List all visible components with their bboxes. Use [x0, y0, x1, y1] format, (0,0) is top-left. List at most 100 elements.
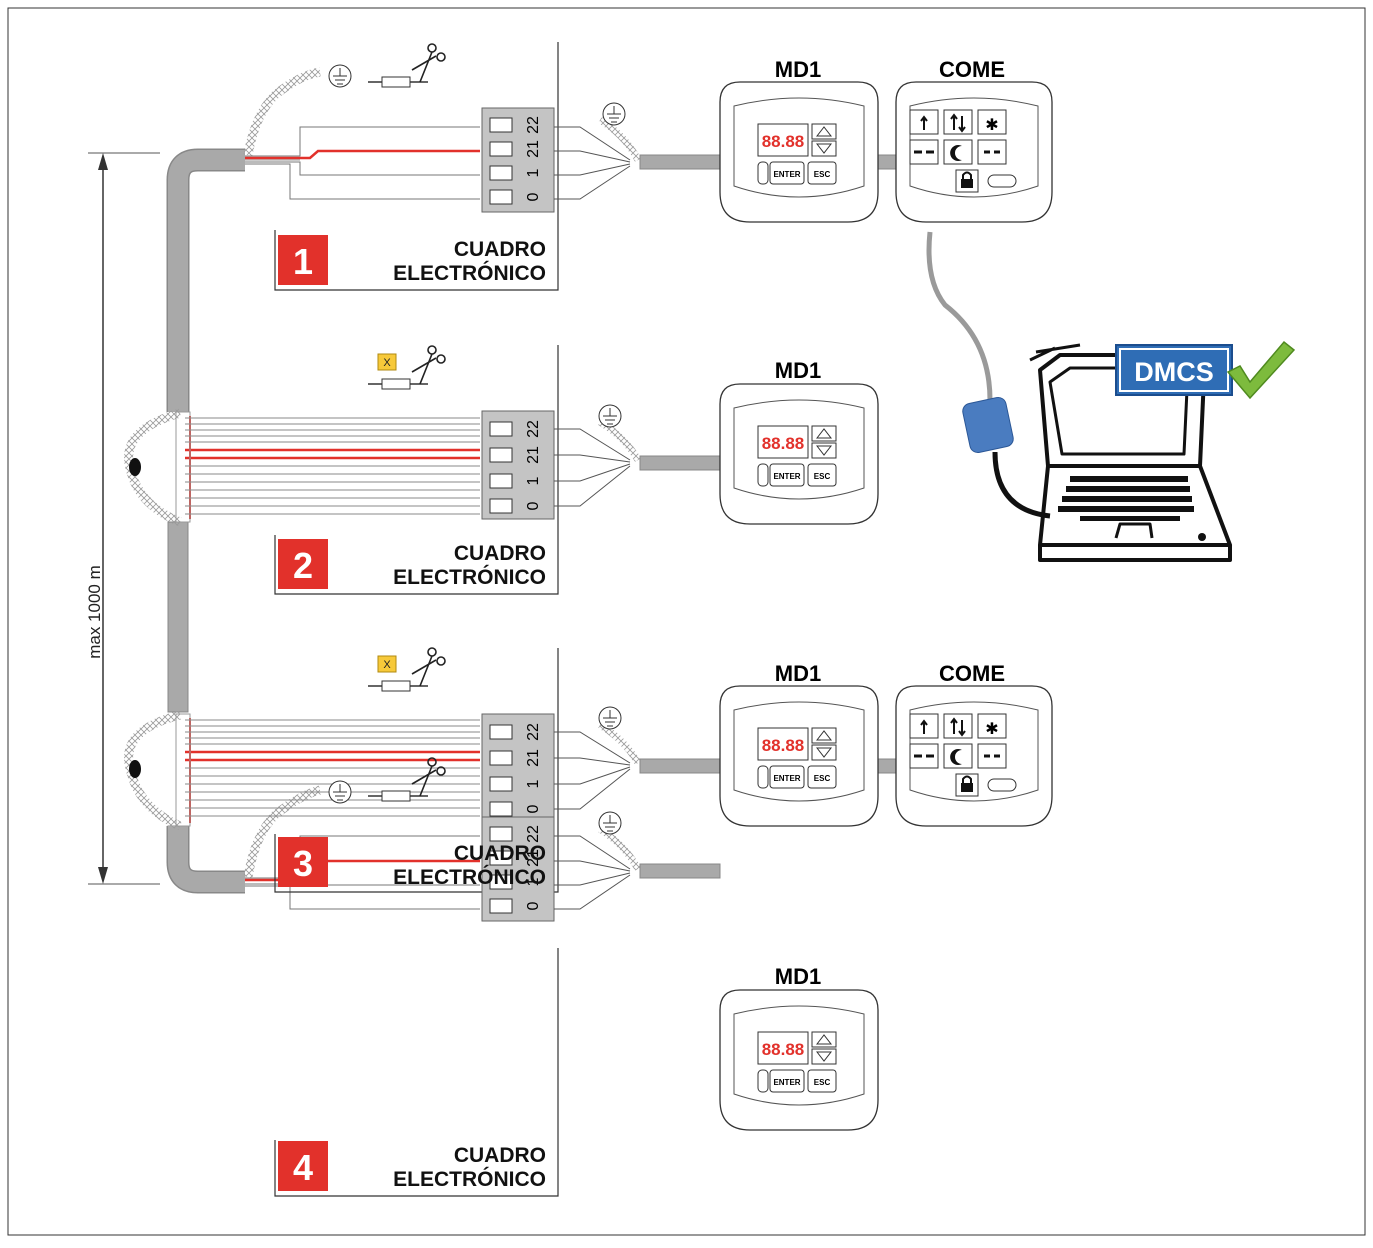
up-arrow-icon — [815, 126, 833, 137]
termination-2: X — [368, 345, 446, 390]
come-panel: ✱ — [895, 81, 1053, 223]
scissors-icon — [411, 43, 446, 83]
unit-number: 1 — [293, 241, 313, 282]
fan-in-2 — [554, 418, 721, 507]
no-resistor-badge — [377, 353, 397, 371]
enter-button — [769, 463, 805, 487]
display-digits: 88.88 — [762, 434, 805, 453]
earth-icon — [598, 404, 622, 428]
panel-outline — [274, 345, 559, 595]
resistor-icon — [368, 790, 428, 802]
enter-button — [769, 1069, 805, 1093]
terminal-22: 22 — [525, 116, 542, 134]
bus-length-label: max 1000 m — [85, 565, 104, 659]
status-led — [987, 778, 1017, 792]
unit-2 — [124, 345, 559, 595]
led-indicator — [757, 161, 769, 185]
moon-icon — [950, 749, 962, 765]
device-bezel — [733, 701, 865, 802]
scissors-icon — [411, 757, 446, 797]
updown-arrows-icon — [950, 717, 966, 737]
unit-number: 3 — [293, 843, 313, 884]
device-bezel — [909, 97, 1039, 198]
unit-label-line2: ELECTRÓNICO — [393, 261, 546, 285]
mode-key — [943, 109, 973, 135]
shield-joint — [129, 760, 141, 778]
lock-icon — [961, 179, 973, 188]
terminal-0: 0 — [525, 501, 542, 510]
terminal-block-1: 22 21 1 0 — [481, 107, 555, 213]
esc-label: ESC — [814, 1078, 831, 1087]
unit-label-line1: CUADRO — [454, 842, 546, 865]
esc-label: ESC — [814, 774, 831, 783]
updown-arrows-icon — [950, 113, 966, 133]
snowflake-icon: ✱ — [985, 721, 998, 738]
display-digits: 88.88 — [762, 1040, 805, 1059]
terminal-21: 21 — [525, 446, 542, 464]
shield-braid — [243, 67, 321, 156]
terminal-block-4: 22 21 1 0 — [481, 816, 555, 922]
pc-cable-grey — [926, 231, 993, 401]
panel-outline — [274, 42, 559, 291]
display-window — [757, 123, 809, 157]
lock-shackle — [962, 171, 972, 179]
up-arrow-icon — [815, 428, 833, 439]
device-title-md1: MD1 — [775, 964, 821, 989]
panel-outline — [274, 648, 559, 893]
device-title-come: COME — [939, 57, 1005, 82]
unit-label-line2: ELECTRÓNICO — [393, 865, 546, 889]
shield-braid — [243, 785, 322, 878]
no-resistor-mark: X — [383, 357, 391, 369]
pc-cable-black — [992, 451, 1051, 519]
down-arrow-icon — [815, 143, 833, 154]
esc-button — [807, 765, 837, 789]
mode-key — [943, 713, 973, 739]
device-title-md1: MD1 — [775, 661, 821, 686]
enter-button — [769, 765, 805, 789]
unit-label-line2: ELECTRÓNICO — [393, 565, 546, 589]
termination-1 — [328, 43, 446, 88]
led-indicator — [757, 463, 769, 487]
down-arrow-icon — [815, 1051, 833, 1062]
fan-in-1 — [554, 116, 899, 200]
resistor-icon — [368, 76, 428, 88]
enter-label: ENTER — [773, 774, 800, 783]
esc-button — [807, 1069, 837, 1093]
led-indicator — [757, 765, 769, 789]
come-devices: ✱✱ — [895, 81, 1053, 827]
terminal-0: 0 — [525, 804, 542, 813]
enter-label: ENTER — [773, 472, 800, 481]
terminal-22: 22 — [525, 723, 542, 741]
fan-in-4 — [554, 826, 721, 910]
mode-key — [977, 713, 1007, 739]
come-panel: ✱ — [895, 685, 1053, 827]
lock-icon — [961, 783, 973, 792]
dimension-line — [88, 152, 160, 885]
lock-shackle — [962, 775, 972, 783]
enter-label: ENTER — [773, 1078, 800, 1087]
wires-1 — [245, 126, 480, 200]
unit-badge-2: 2 — [278, 539, 328, 589]
terminal-block-3: 22 21 1 0 — [481, 713, 555, 823]
arrow-up-icon — [920, 115, 928, 130]
unit-number: 4 — [293, 1147, 313, 1188]
led-indicator — [757, 1069, 769, 1093]
usb-adapter — [962, 396, 1014, 454]
laptop-icon — [1029, 343, 1232, 562]
device-bezel — [733, 1005, 865, 1106]
unit-badge-3: 3 — [278, 837, 328, 887]
device-bezel — [733, 97, 865, 198]
earth-icon — [328, 780, 352, 804]
unit-label-line1: CUADRO — [454, 542, 546, 565]
device-title-md1: MD1 — [775, 358, 821, 383]
device-title-come: COME — [939, 661, 1005, 686]
terminal-21: 21 — [525, 849, 542, 867]
status-led — [987, 174, 1017, 188]
unit-label-line1: CUADRO — [454, 238, 546, 261]
scissors-icon — [411, 345, 446, 385]
